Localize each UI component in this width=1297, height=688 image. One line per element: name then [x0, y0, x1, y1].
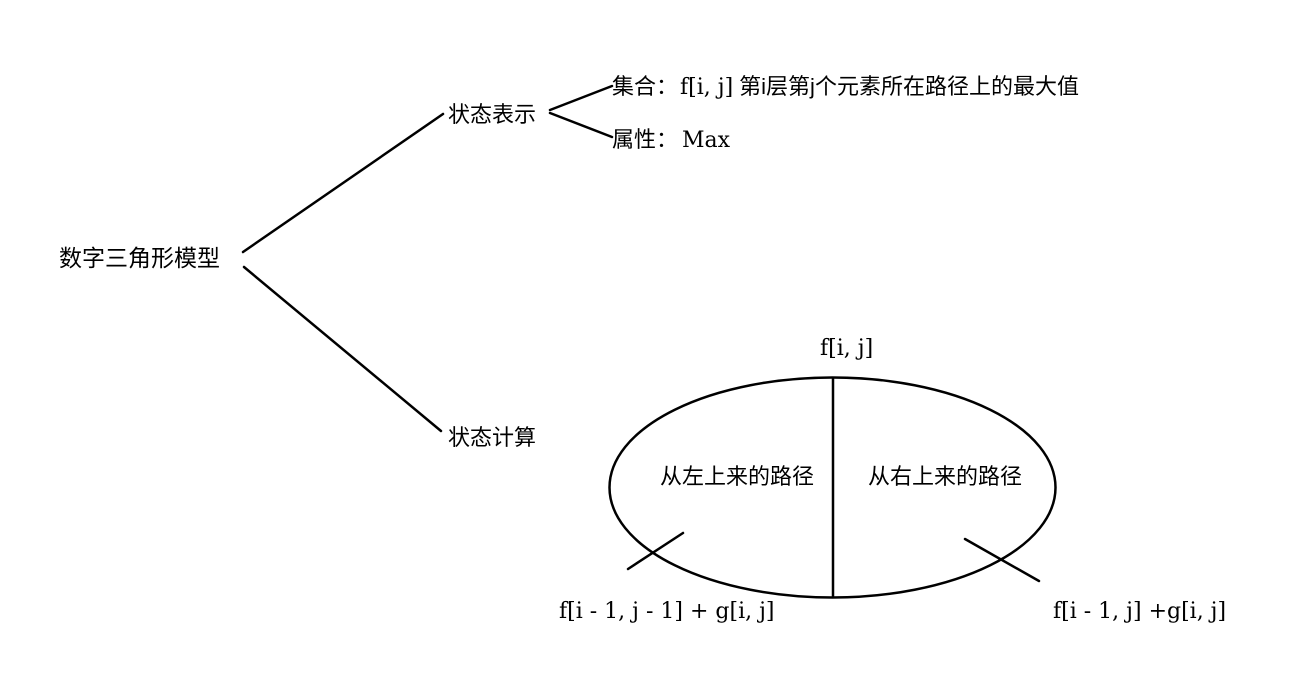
set-prefix-label: 集合：	[612, 74, 679, 99]
attribute-prefix-label: 属性：	[612, 127, 679, 152]
set-formula-text: f[i, j]	[680, 75, 734, 100]
node-state-calculation: 状态计算	[448, 425, 537, 450]
right-region-tick-mark	[963, 537, 1041, 583]
ellipse-right-region-label: 从右上来的路径	[868, 464, 1023, 489]
set-description-text: 第i层第j个元素所在路径上的最大值	[739, 74, 1079, 99]
root-node: 数字三角形模型	[59, 245, 220, 271]
branch-line-representation-to-attribute	[548, 111, 614, 139]
node-attribute: 属性：Max	[612, 127, 730, 153]
left-transition-formula: f[i - 1, j - 1] + g[i, j]	[559, 599, 775, 624]
left-region-tick-mark	[626, 531, 685, 571]
node-state-representation: 状态表示	[448, 102, 537, 127]
attribute-value-text: Max	[682, 128, 731, 153]
ellipse-top-label: f[i, j]	[820, 336, 874, 361]
right-transition-formula: f[i - 1, j] +g[i, j]	[1053, 599, 1227, 624]
branch-line-root-to-state-representation	[241, 112, 445, 254]
node-set-definition: 集合：f[i, j]第i层第j个元素所在路径上的最大值	[612, 74, 1079, 100]
branch-line-root-to-state-calculation	[242, 265, 443, 433]
ellipse-left-region-label: 从左上来的路径	[660, 464, 815, 489]
branch-line-representation-to-set	[548, 84, 614, 112]
